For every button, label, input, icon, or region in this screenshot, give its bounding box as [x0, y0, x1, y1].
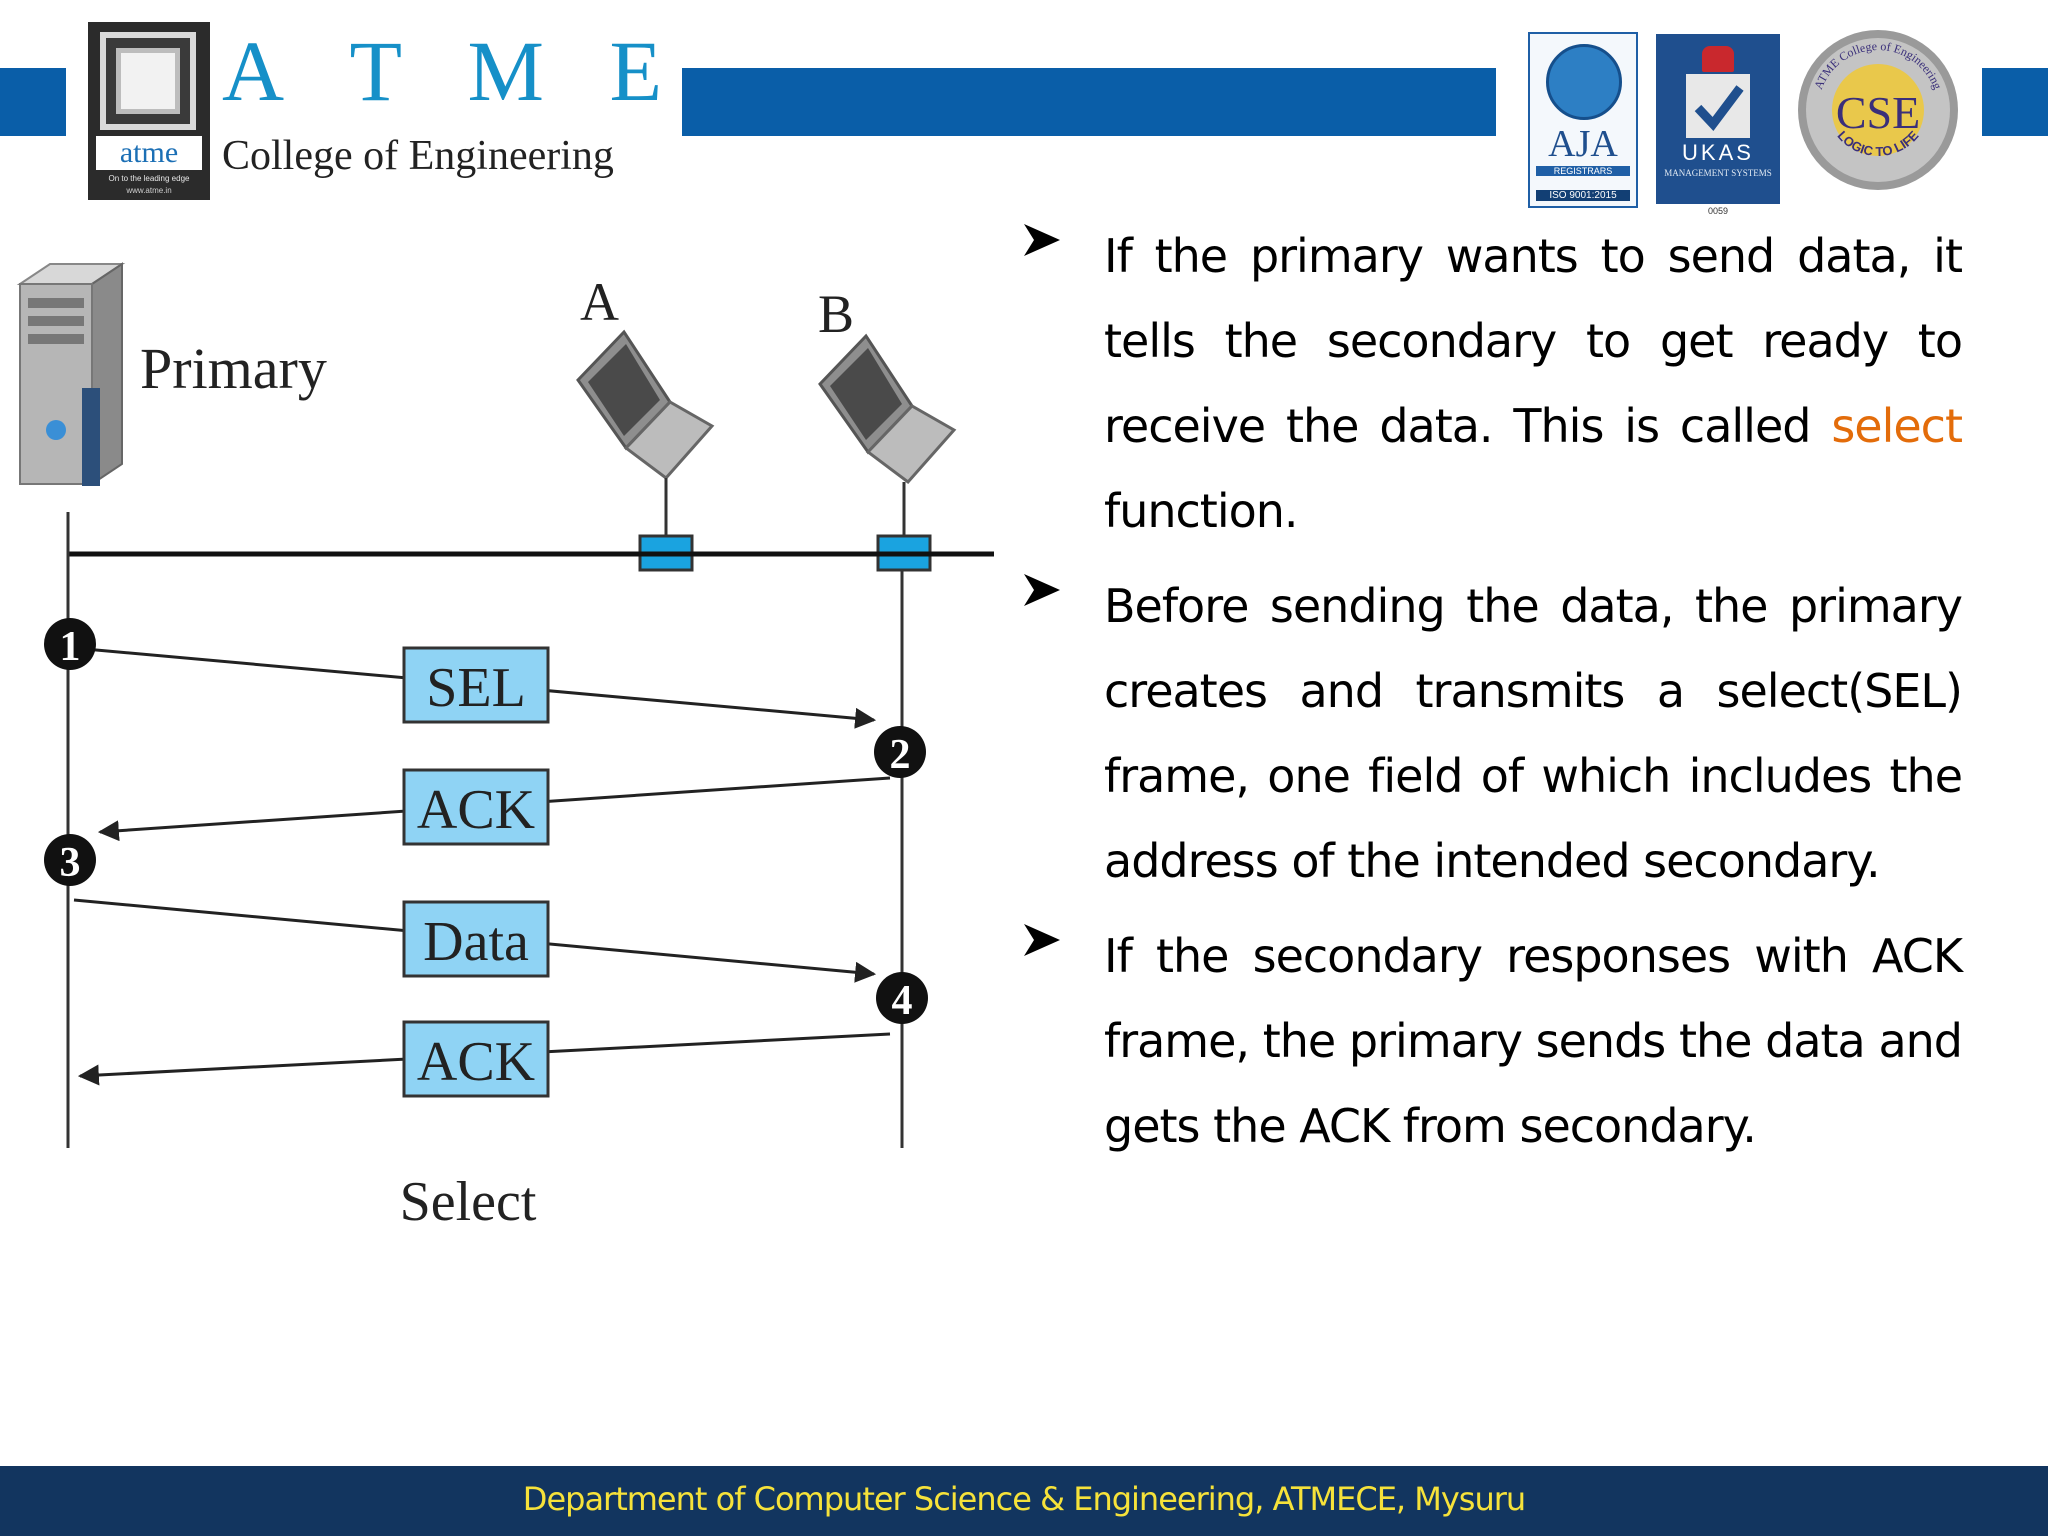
step-marker — [44, 618, 96, 670]
college-logo: atme On to the leading edge www.atme.in — [88, 22, 210, 200]
cse-department-seal: ATME College of Engineering LOGIC TO LIF… — [1798, 30, 1958, 190]
ukas-sub: MANAGEMENT SYSTEMS — [1664, 168, 1772, 178]
step-number: 3 — [60, 840, 81, 886]
crown-icon — [1702, 46, 1734, 72]
frame-label: ACK — [417, 779, 535, 841]
frame-box — [402, 646, 550, 724]
header-band-left — [0, 68, 66, 136]
arrow-bullet-icon — [1024, 924, 1060, 956]
primary-label: Primary — [140, 336, 327, 401]
logo-word: atme — [96, 136, 202, 170]
aja-iso: ISO 9001:2015 — [1536, 190, 1630, 201]
brand-letter: A — [222, 23, 285, 119]
aja-name: AJA — [1548, 123, 1618, 165]
bullet-text: If the secondary responses with ACK fram… — [1104, 929, 1963, 1153]
step-marker — [874, 726, 926, 778]
bullet-list: If the primary wants to send data, it te… — [1022, 214, 1963, 1179]
highlight-word: select — [1831, 399, 1963, 453]
logo-url: www.atme.in — [126, 186, 172, 195]
frame-label: SEL — [426, 657, 526, 719]
diagram-caption: Select — [400, 1171, 537, 1233]
laptop-a-icon — [576, 329, 715, 481]
aja-sub: REGISTRARS — [1536, 166, 1630, 176]
ukas-number: 0059 — [1707, 206, 1729, 216]
brand-letter: E — [609, 23, 662, 119]
frame-box — [402, 1020, 550, 1098]
ukas-certification-logo: UKAS MANAGEMENT SYSTEMS 0059 — [1656, 34, 1780, 216]
bullet-item: Before sending the data, the primary cre… — [1022, 564, 1963, 904]
frame-box — [402, 768, 550, 846]
select-diagram: Primary A B SEL ACK Data ACK 1 2 3 4 Sel… — [16, 262, 994, 1233]
laptop-b-icon — [818, 333, 957, 485]
bullet-item: If the secondary responses with ACK fram… — [1022, 914, 1963, 1169]
brand-letter: M — [467, 23, 544, 119]
globe-icon — [1546, 44, 1622, 120]
brand-letters: A T M E — [222, 26, 662, 116]
aja-certification-logo: AJA REGISTRARS ISO 9001:2015 — [1528, 32, 1638, 208]
footer-bar: Department of Computer Science & Enginee… — [0, 1466, 2048, 1536]
server-icon — [16, 262, 126, 486]
college-name: College of Engineering — [222, 133, 614, 179]
checkmark-icon — [1686, 74, 1750, 138]
step-marker — [44, 834, 96, 886]
bullet-text: If the primary wants to send data, it te… — [1104, 229, 1963, 538]
station-b-label: B — [818, 284, 854, 344]
cse-name: CSE — [1836, 87, 1920, 138]
frame-label: Data — [423, 911, 529, 973]
ukas-name: UKAS — [1682, 140, 1754, 165]
brand-letter: T — [349, 23, 403, 119]
step-number: 4 — [892, 978, 913, 1024]
header-band-middle — [682, 68, 1496, 136]
bullet-item: If the primary wants to send data, it te… — [1022, 214, 1963, 554]
arrow-bullet-icon — [1024, 224, 1060, 256]
frame-box — [402, 900, 550, 978]
frame-label: ACK — [417, 1031, 535, 1093]
header-band-right — [1982, 68, 2048, 136]
logo-tagline: On to the leading edge — [108, 174, 190, 183]
footer-text: Department of Computer Science & Enginee… — [522, 1480, 1526, 1518]
bullet-text: Before sending the data, the primary cre… — [1104, 579, 1963, 888]
step-number: 1 — [60, 624, 81, 670]
station-a-label: A — [580, 272, 619, 332]
arrow-bullet-icon — [1024, 574, 1060, 606]
logo-frame-icon — [100, 32, 196, 130]
step-number: 2 — [890, 732, 911, 778]
step-marker — [876, 972, 928, 1024]
